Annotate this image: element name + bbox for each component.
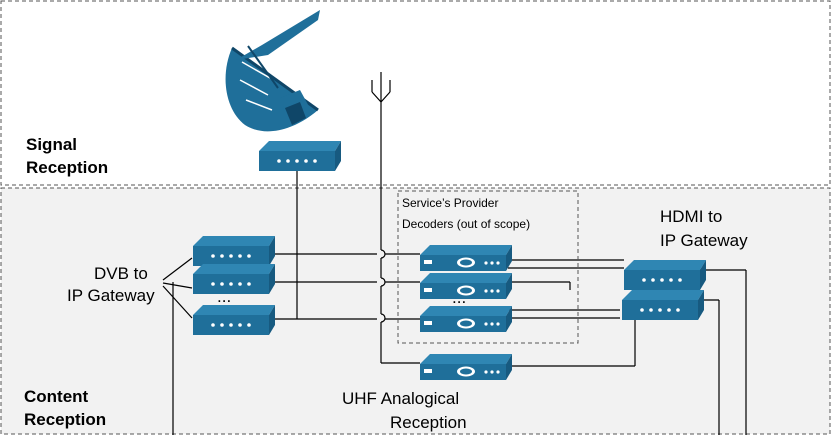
decoders-scope-box [397, 190, 579, 344]
decoder-device-icon [420, 245, 512, 271]
signal-reception-zone [0, 0, 831, 186]
dvb-gateway-label-2: IP Gateway [67, 286, 155, 305]
uhf-label: UHF Analogical [342, 389, 459, 408]
decoders-label-2: Decoders (out of scope) [402, 217, 530, 231]
dvb-gateway-label: DVB to [94, 264, 148, 283]
content-reception-label-2: Reception [24, 410, 106, 429]
content-reception-label: Content [24, 387, 89, 406]
hdmi-gateway-device-icon [622, 290, 704, 320]
signal-reception-label: Signal [26, 135, 77, 154]
uhf-decoder-device-icon [420, 354, 512, 380]
dvb-ellipsis: ... [217, 287, 231, 306]
decoder-device-icon [420, 306, 512, 332]
decoders-ellipsis: ... [452, 288, 466, 307]
wires [162, 102, 747, 435]
dvb-gateway-device-icon [193, 236, 275, 266]
uhf-label-2: Reception [390, 413, 467, 432]
signal-reception-label-2: Reception [26, 158, 108, 177]
dvb-gateway-device-icon [193, 264, 275, 294]
dish-gateway-device-icon [259, 141, 341, 171]
decoders-label: Service’s Provider [402, 196, 498, 210]
hdmi-gateway-label: HDMI to [660, 207, 722, 226]
hdmi-gateway-label-2: IP Gateway [660, 231, 748, 250]
dvb-gateway-device-icon [193, 305, 275, 335]
hdmi-gateway-device-icon [624, 260, 706, 290]
antenna-icon [371, 72, 391, 103]
satellite-dish-icon [225, 10, 320, 132]
